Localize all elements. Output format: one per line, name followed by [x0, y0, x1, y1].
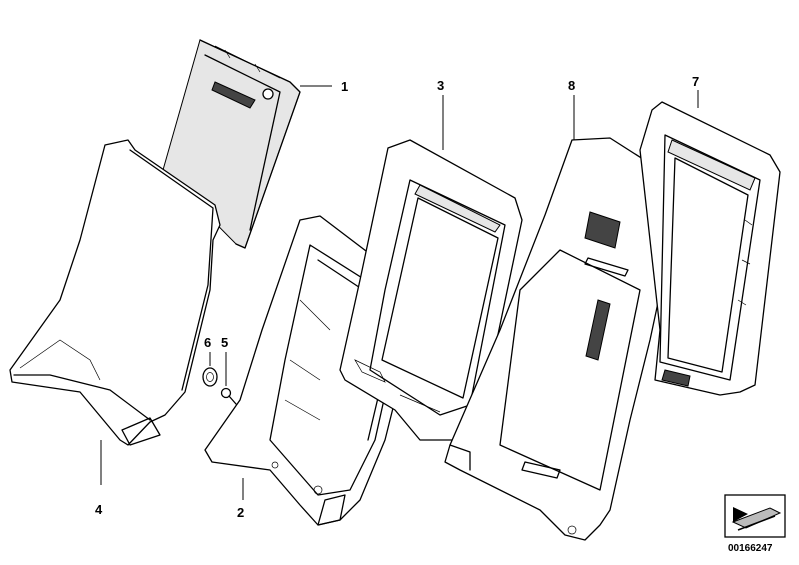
part-7-rear-frame [639, 101, 781, 396]
callout-6: 6 [204, 335, 211, 350]
leader-lines [100, 85, 699, 500]
callout-4: 4 [95, 502, 103, 517]
part-4-side-panel [9, 139, 221, 446]
callout-7: 7 [692, 74, 699, 89]
part-6-grommet [202, 367, 218, 387]
callout-8: 8 [568, 78, 575, 93]
part-5-screw [220, 387, 237, 405]
orientation-arrow-icon [724, 494, 786, 538]
document-number: 00166247 [728, 543, 773, 554]
callout-3: 3 [437, 78, 444, 93]
callout-5: 5 [221, 335, 228, 350]
callout-2: 2 [237, 505, 244, 520]
part-3-frame [339, 139, 523, 441]
callout-1: 1 [341, 79, 348, 94]
